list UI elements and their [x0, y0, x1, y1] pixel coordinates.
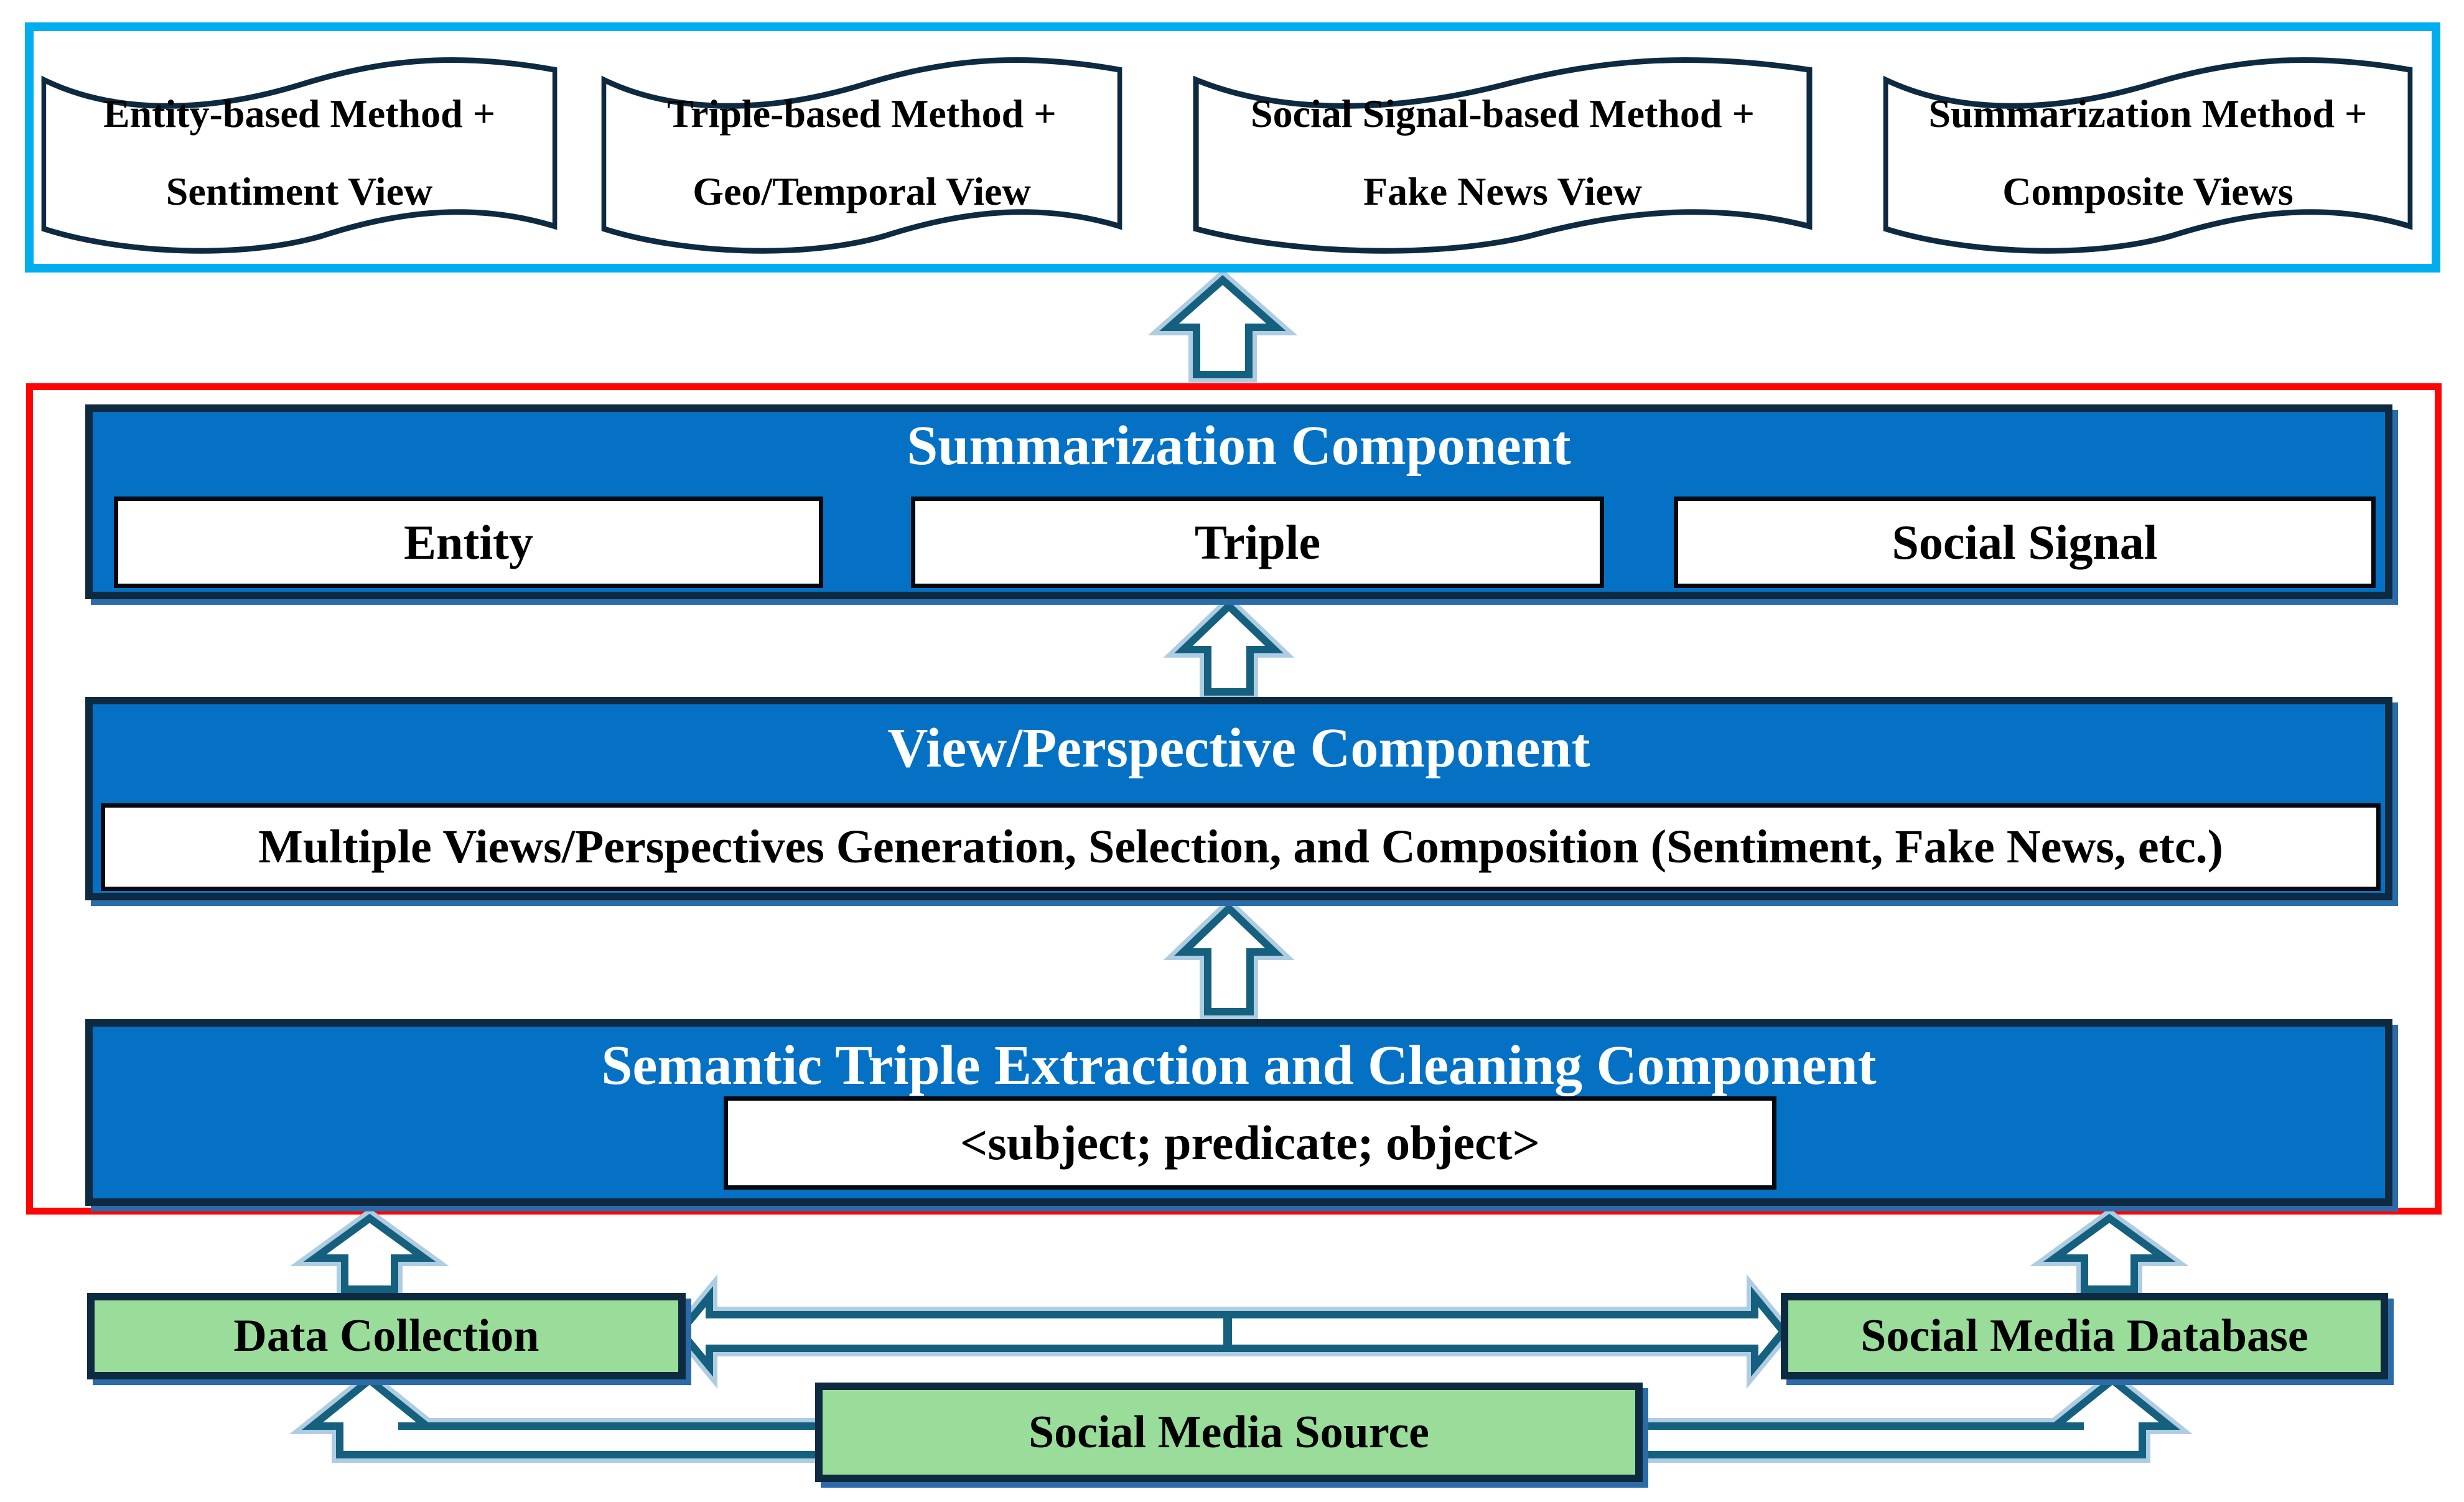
flag-line: Fake News View [1363, 169, 1642, 213]
flag-entity-sentiment: Entity-based Method + Sentiment View [39, 50, 560, 256]
flag-socialsignal-fakenews: Social Signal-based Method + Fake News V… [1190, 50, 1816, 256]
triple-label: Triple [1194, 515, 1321, 569]
social-media-source-box: Social Media Source [815, 1383, 1643, 1482]
wave-shape-icon [41, 57, 558, 254]
summarization-component-title: Summarization Component [907, 415, 1571, 477]
source-to-collection-arrow-icon [289, 1369, 842, 1463]
collection-to-framework-arrow-icon [290, 1208, 449, 1297]
social-signal-box: Social Signal [1674, 497, 2376, 588]
flag-line: Composite Views [2002, 169, 2294, 213]
wave-shape-icon [1193, 57, 1813, 254]
wave-shape-icon [1883, 57, 2413, 254]
double-arrow-center-tick [1223, 1315, 1232, 1348]
entity-label: Entity [403, 515, 534, 569]
flag-line: Summarization Method + [1928, 91, 2368, 136]
triple-format-box: <subject; predicate; object> [724, 1096, 1776, 1190]
framework-container [26, 383, 2442, 1215]
source-to-database-arrow-icon [1622, 1369, 2193, 1463]
collection-database-double-arrow-icon [670, 1274, 1794, 1389]
data-collection-label: Data Collection [233, 1310, 539, 1361]
data-collection-box: Data Collection [87, 1293, 686, 1379]
flag-line: Geo/Temporal View [693, 169, 1031, 213]
wave-shape-icon [601, 57, 1122, 254]
multiple-views-label: Multiple Views/Perspectives Generation, … [258, 821, 2223, 873]
flag-triple-geotemporal: Triple-based Method + Geo/Temporal View [599, 50, 1125, 256]
triple-format-label: <subject; predicate; object> [959, 1116, 1541, 1170]
multiple-views-box: Multiple Views/Perspectives Generation, … [101, 803, 2381, 891]
flag-line: Triple-based Method + [667, 91, 1057, 136]
social-signal-label: Social Signal [1892, 515, 2158, 569]
database-to-framework-arrow-icon [2030, 1208, 2189, 1297]
social-media-database-label: Social Media Database [1860, 1310, 2308, 1361]
framework-to-output-arrow-icon [1147, 269, 1298, 383]
social-media-source-label: Social Media Source [1028, 1406, 1430, 1458]
social-media-database-box: Social Media Database [1781, 1293, 2388, 1379]
triple-box: Triple [911, 497, 1604, 588]
flag-summarization-composite: Summarization Method + Composite Views [1880, 50, 2415, 256]
view-perspective-component-title: View/Perspective Component [887, 717, 1590, 779]
flag-line: Entity-based Method + [103, 91, 496, 136]
entity-box: Entity [114, 497, 823, 588]
flag-line: Social Signal-based Method + [1251, 91, 1755, 136]
flag-line: Sentiment View [166, 169, 433, 213]
semantic-triple-component-title: Semantic Triple Extraction and Cleaning … [601, 1035, 1877, 1096]
